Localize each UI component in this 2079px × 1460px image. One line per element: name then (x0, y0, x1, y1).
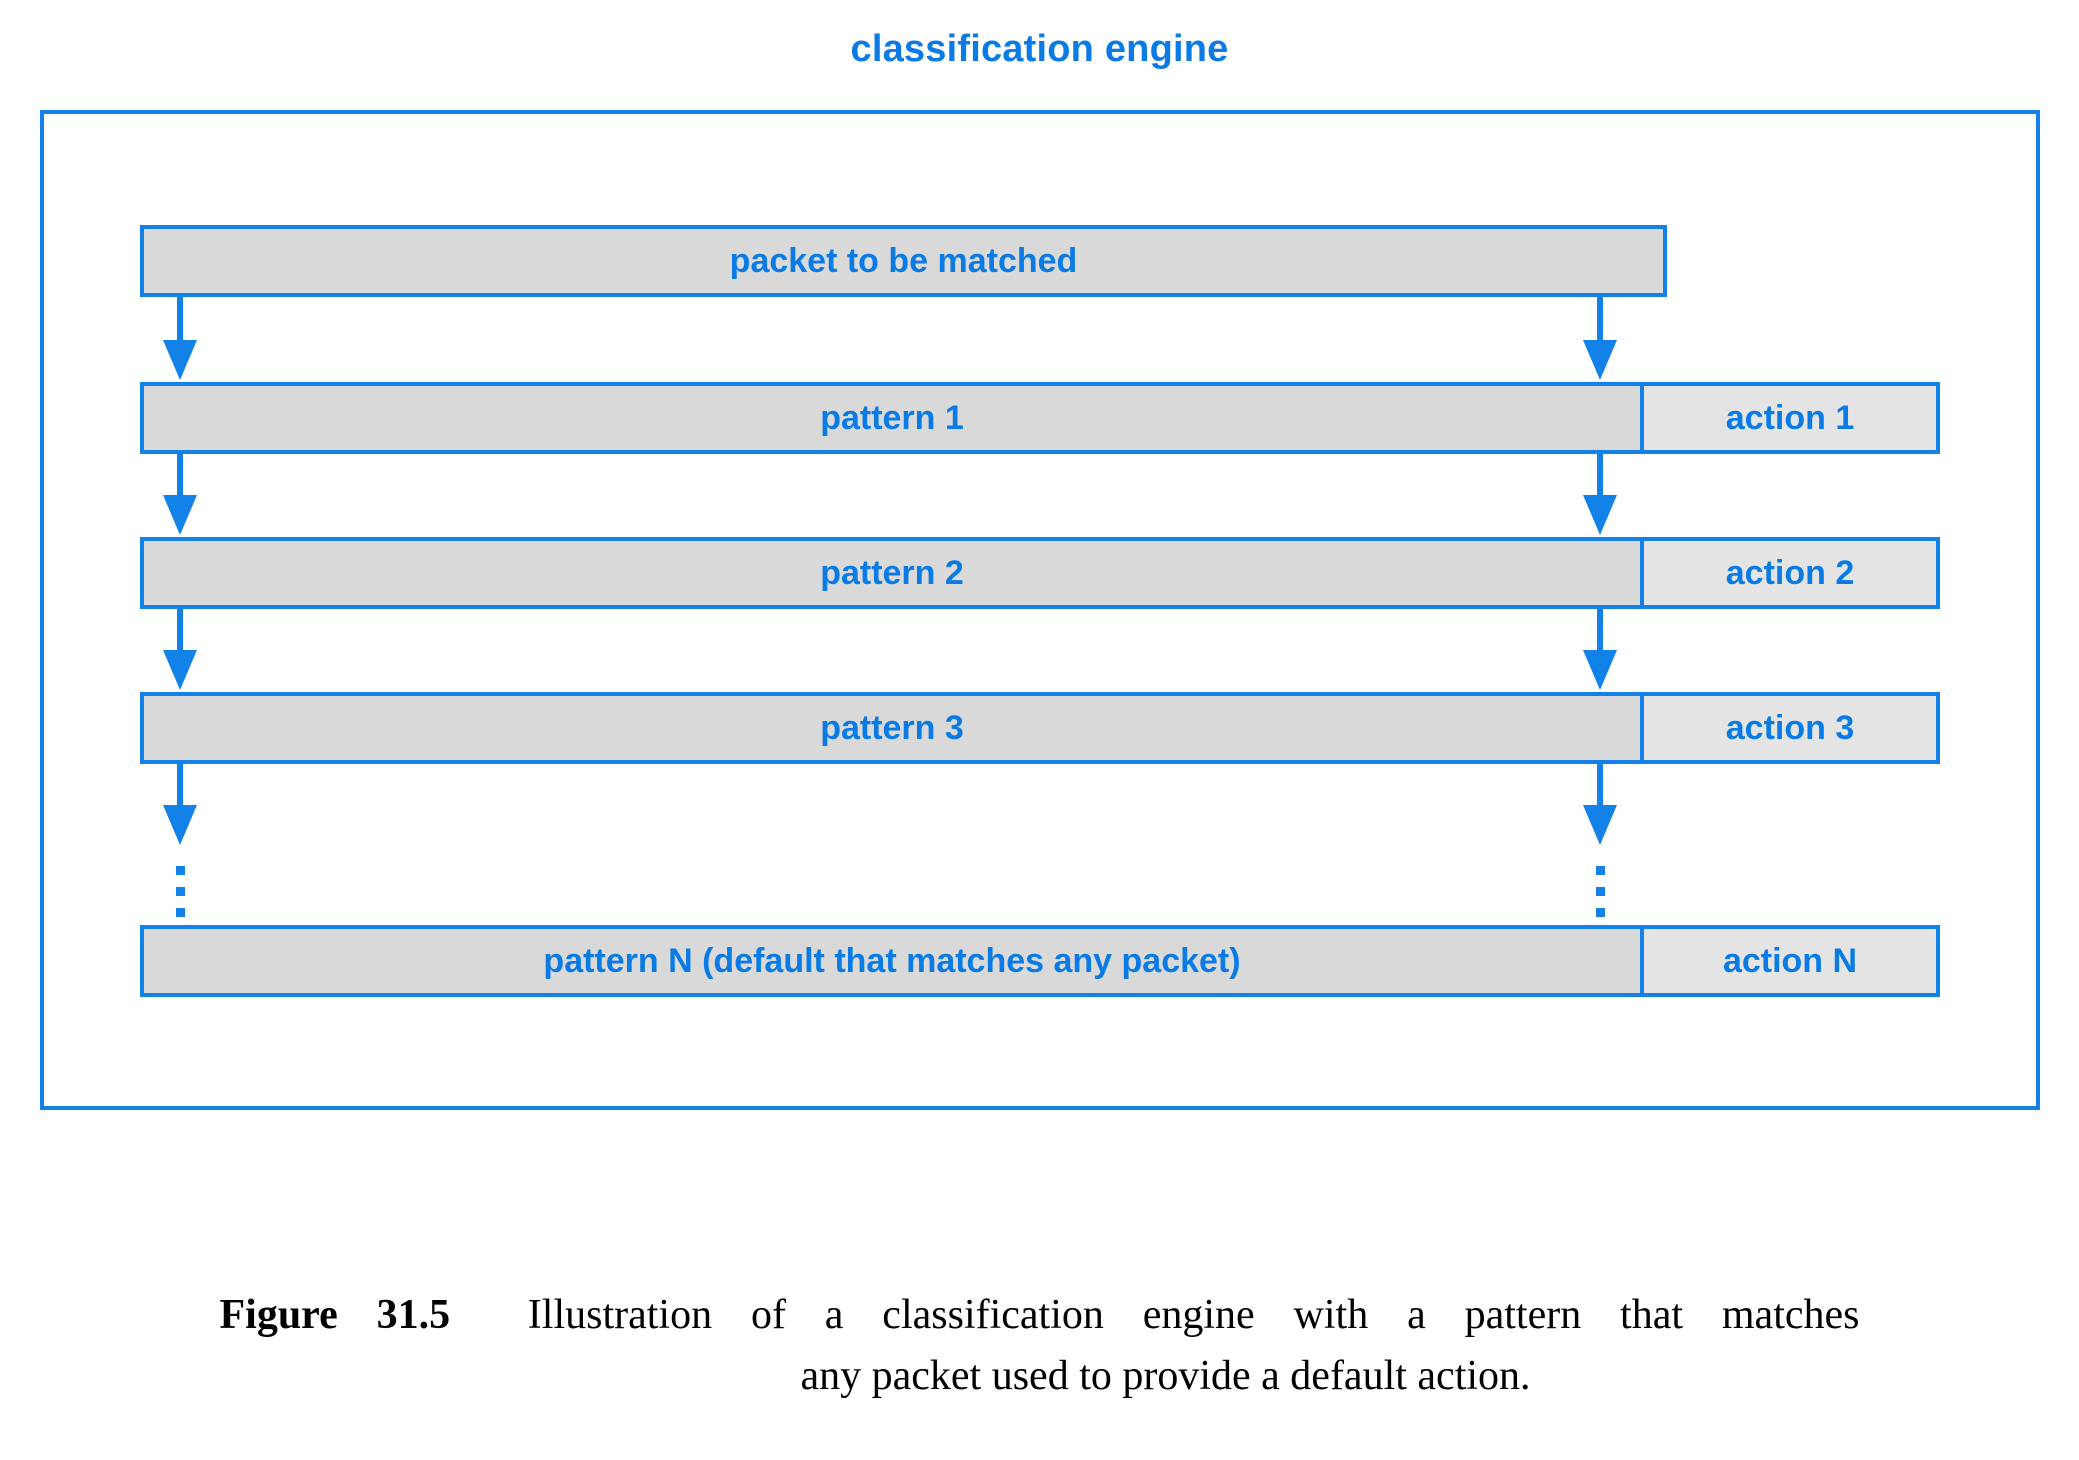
flow-arrow-left-1-head (163, 340, 197, 380)
flow-arrow-left-2-stem (177, 454, 183, 499)
flow-arrow-right-4-head (1583, 805, 1617, 845)
pattern-box-1: pattern 1 (140, 382, 1644, 454)
action-box-n: action N (1640, 925, 1940, 997)
pattern-box-3: pattern 3 (140, 692, 1644, 764)
action-box-3: action 3 (1640, 692, 1940, 764)
flow-arrow-right-1-stem (1597, 297, 1603, 342)
flow-arrow-right-1-head (1583, 340, 1617, 380)
action-box-1: action 1 (1640, 382, 1940, 454)
flow-arrow-left-4-stem (177, 764, 183, 809)
pattern-box-2: pattern 2 (140, 537, 1644, 609)
flow-arrow-right-4-stem (1597, 764, 1603, 809)
flow-arrow-left-1-stem (177, 297, 183, 342)
vertical-ellipsis-right (1596, 866, 1605, 929)
packet-to-be-matched-box: packet to be matched (140, 225, 1667, 297)
pattern-box-n: pattern N (default that matches any pack… (140, 925, 1644, 997)
vertical-ellipsis-left (176, 866, 185, 929)
flow-arrow-right-2-stem (1597, 454, 1603, 499)
diagram-title: classification engine (850, 28, 1229, 70)
action-box-2: action 2 (1640, 537, 1940, 609)
flow-arrow-left-3-head (163, 650, 197, 690)
figure-caption-label: Figure 31.5 (219, 1292, 451, 1338)
figure-caption-line2: any packet used to provide a default act… (800, 1352, 1531, 1399)
figure-caption: Figure 31.5 Illustration of a classifica… (0, 1285, 2079, 1407)
flow-arrow-left-4-head (163, 805, 197, 845)
flow-arrow-right-3-head (1583, 650, 1617, 690)
flow-arrow-left-2-head (163, 495, 197, 535)
flow-arrow-left-3-stem (177, 609, 183, 654)
flow-arrow-right-3-stem (1597, 609, 1603, 654)
figure-caption-line1: Illustration of a classification engine … (527, 1292, 1860, 1338)
flow-arrow-right-2-head (1583, 495, 1617, 535)
